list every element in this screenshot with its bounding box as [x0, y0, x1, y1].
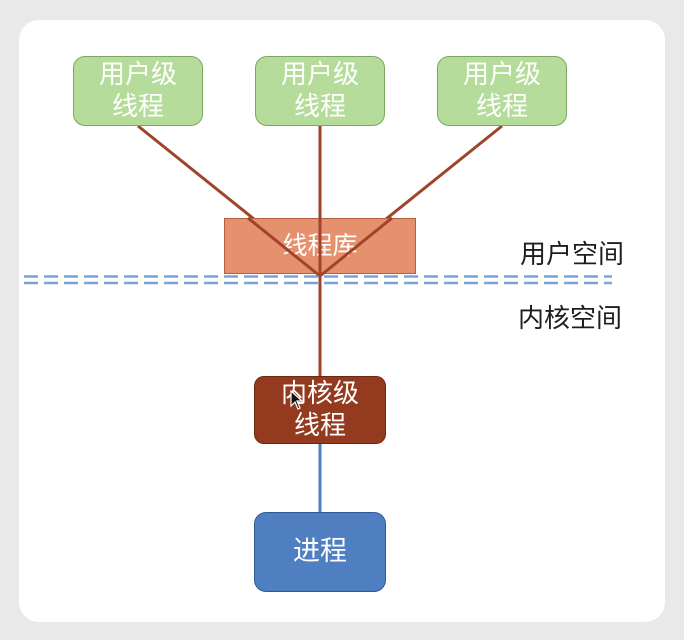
- user-thread-box-3: 用户级 线程: [437, 56, 567, 126]
- user-thread-box-1: 用户级 线程: [73, 56, 203, 126]
- kernel-thread-box: 内核级 线程: [254, 376, 386, 444]
- mouse-cursor-icon: [290, 390, 304, 410]
- user-thread-label-line2: 线程: [475, 92, 528, 122]
- process-box: 进程: [254, 512, 386, 592]
- kernel-thread-label-line2: 线程: [293, 411, 346, 441]
- thread-library-box: 线程库: [224, 218, 416, 274]
- thread-library-label: 线程库: [282, 231, 358, 260]
- user-thread-label-line2: 线程: [293, 92, 346, 122]
- kernel-space-label: 内核空间: [518, 304, 623, 334]
- user-thread-box-2: 用户级 线程: [255, 56, 385, 126]
- user-thread-label-line1: 用户级: [462, 60, 541, 90]
- user-thread-label-line1: 用户级: [280, 60, 359, 90]
- user-thread-label-line2: 线程: [111, 92, 164, 122]
- user-space-label: 用户空间: [520, 240, 625, 270]
- process-label: 进程: [293, 536, 347, 567]
- user-thread-label-line1: 用户级: [98, 60, 177, 90]
